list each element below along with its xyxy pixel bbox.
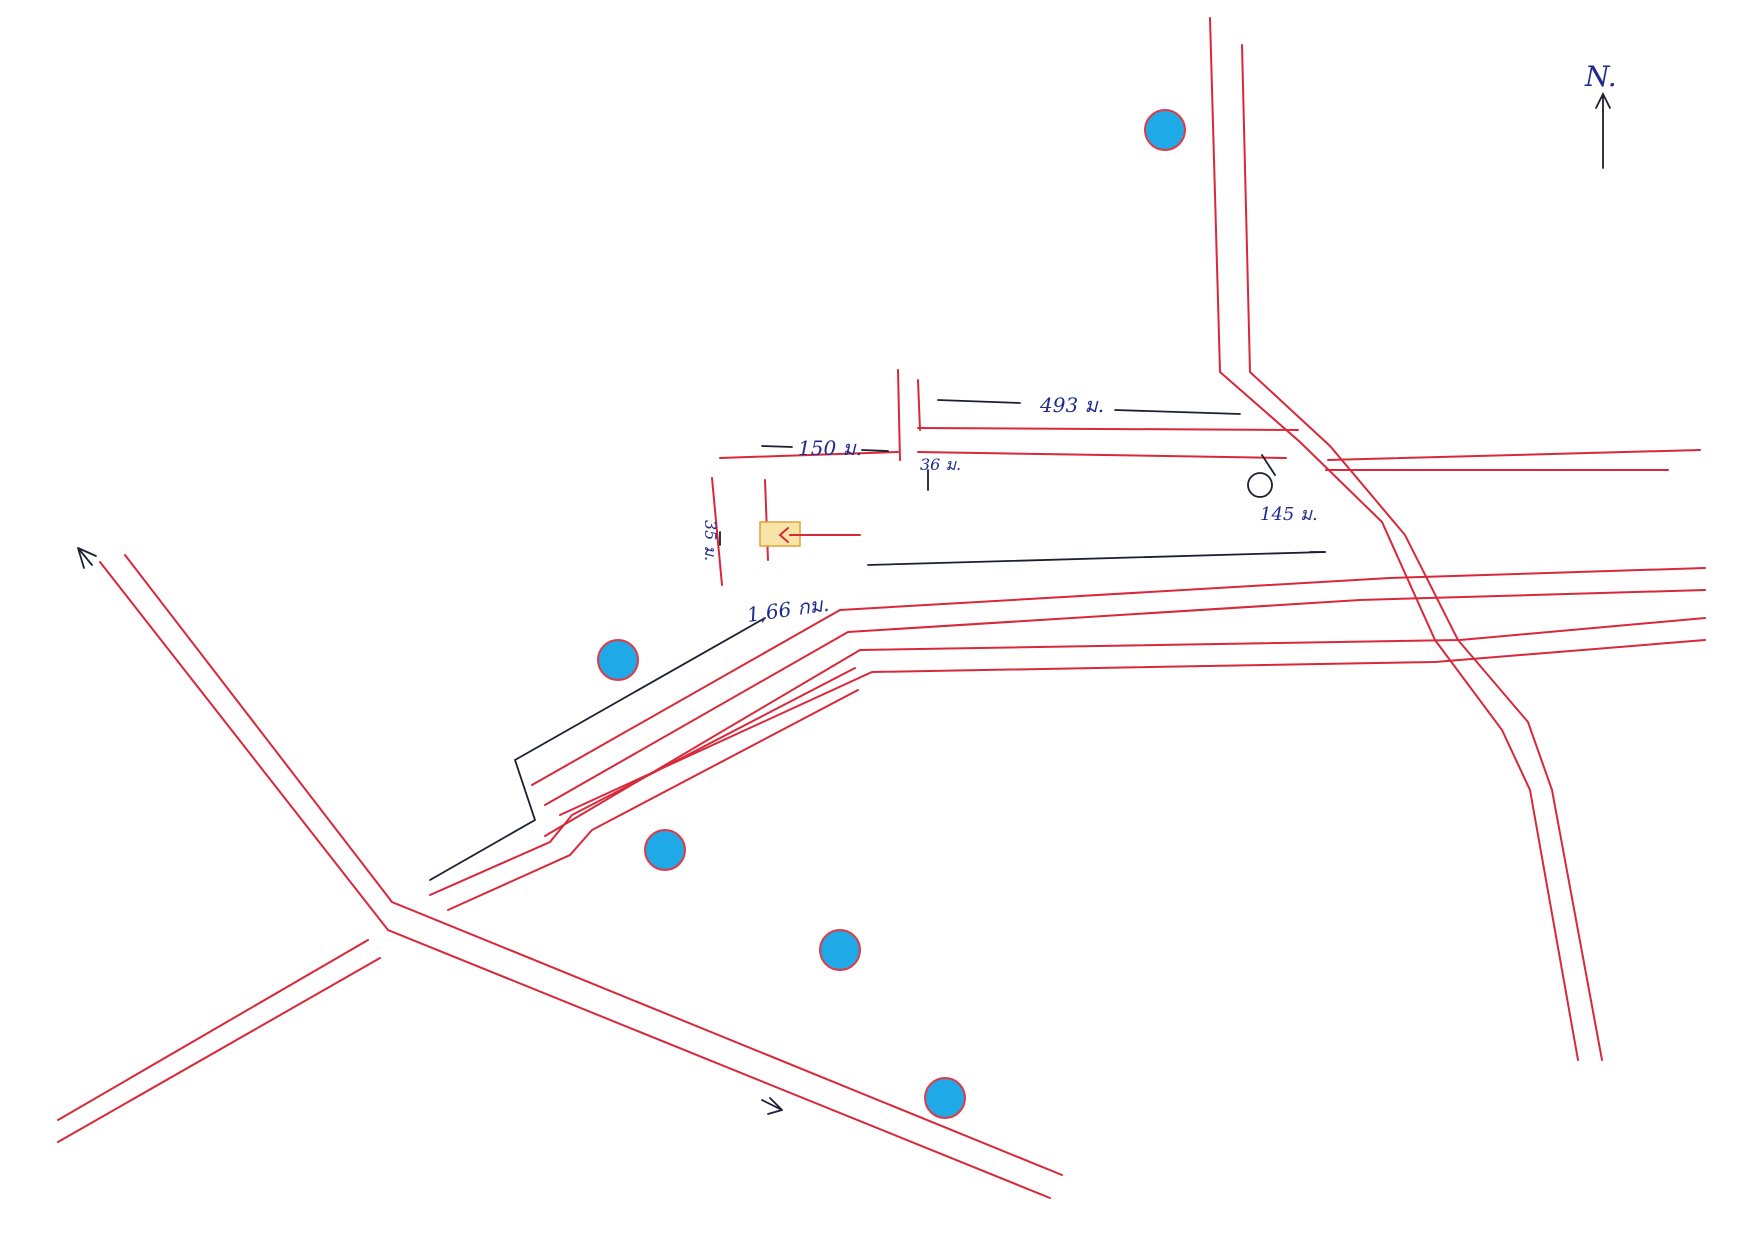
distance-label-3: 36 ม. bbox=[920, 455, 961, 474]
road-left-diagonal bbox=[99, 561, 1051, 1199]
road-main-diagonal-edge bbox=[544, 589, 1706, 806]
subject-parcel bbox=[759, 521, 861, 547]
road-north-vertical bbox=[1209, 17, 1579, 1061]
north-arrow: N. bbox=[1584, 60, 1617, 169]
arrow-top-left bbox=[77, 547, 97, 569]
north-label: N. bbox=[1584, 60, 1617, 93]
distance-lines bbox=[429, 399, 1326, 881]
landmark-dot-5 bbox=[924, 1077, 966, 1119]
road-main-diagonal bbox=[531, 567, 1706, 786]
road-left-diagonal-edge bbox=[124, 554, 1063, 1176]
direction-arrows bbox=[77, 547, 783, 1115]
road-bottom-left bbox=[57, 939, 369, 1121]
road-bottom-left-edge bbox=[57, 957, 381, 1143]
road-branch-b bbox=[917, 379, 921, 431]
landmark-dot-3 bbox=[644, 829, 686, 871]
road-upper-east-west bbox=[917, 427, 1701, 461]
road-north-vertical-edge bbox=[1241, 44, 1603, 1061]
road-branch-c bbox=[711, 477, 723, 586]
landmark-dot-4 bbox=[819, 929, 861, 971]
road-branch-a bbox=[897, 369, 901, 461]
roads bbox=[57, 17, 1706, 1199]
distance-label-1: 493 ม. bbox=[1039, 393, 1104, 417]
distance-label-2: 150 ม. bbox=[798, 436, 862, 460]
road-lower-branch-edge bbox=[447, 689, 859, 911]
landmark-dot-6 bbox=[1247, 472, 1273, 498]
road-upper-east-west-edge bbox=[719, 451, 1669, 471]
distance-label-4: 35 ม. bbox=[701, 520, 720, 561]
landmark-dot-1 bbox=[1144, 109, 1186, 151]
distance-label-5: 145 ม. bbox=[1260, 504, 1318, 525]
arrow-bottom bbox=[761, 1097, 783, 1115]
road-branch-d bbox=[764, 479, 769, 561]
landmark-dot-2 bbox=[597, 639, 639, 681]
road-main-diagonal-lower-edge bbox=[559, 639, 1706, 816]
landmarks bbox=[597, 109, 1273, 1119]
road-lower-branch bbox=[429, 667, 856, 896]
road-main-diagonal-lower bbox=[544, 617, 1706, 837]
